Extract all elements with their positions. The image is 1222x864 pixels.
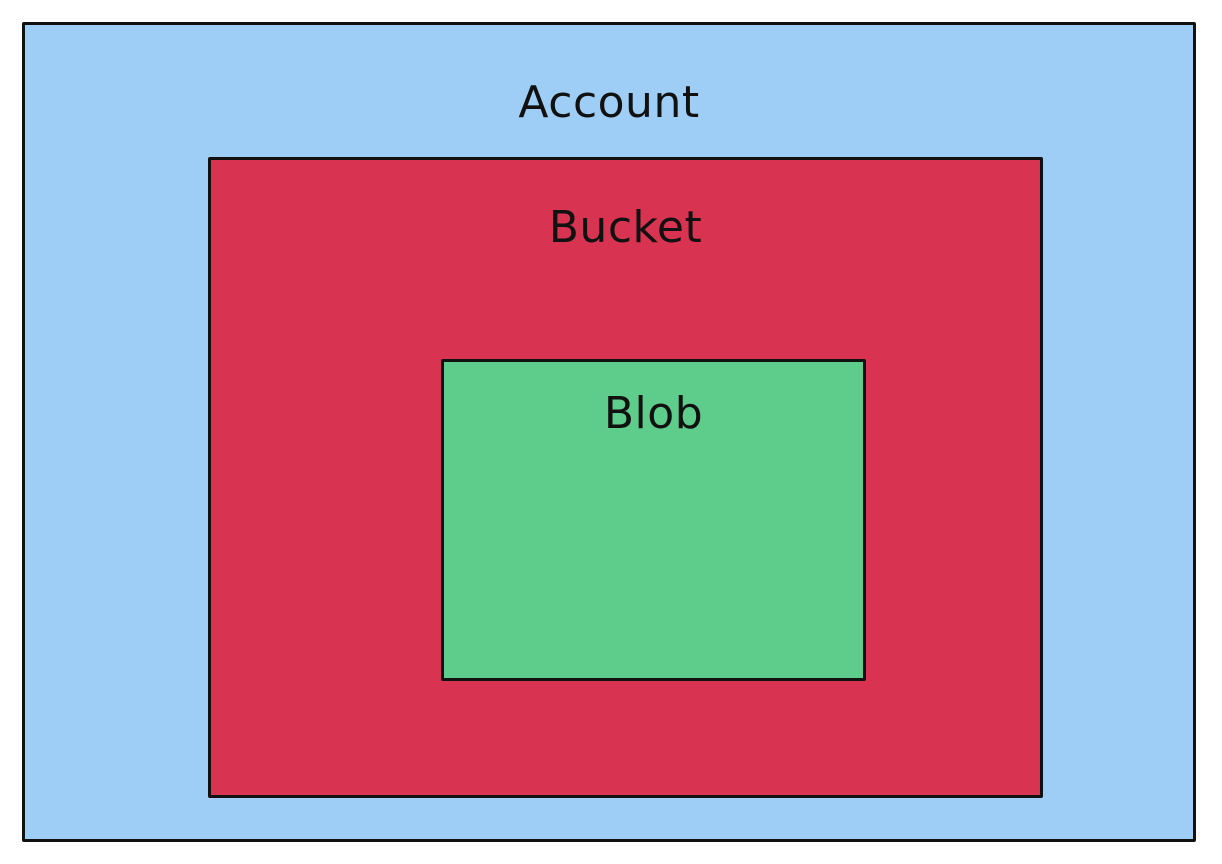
bucket-label: Bucket [548, 202, 703, 253]
account-label: Account [518, 77, 700, 128]
blob-label: Blob [603, 388, 704, 439]
bucket-container: Bucket Blob [208, 157, 1043, 798]
account-container: Account Bucket Blob [22, 22, 1196, 842]
blob-container: Blob [441, 359, 866, 681]
